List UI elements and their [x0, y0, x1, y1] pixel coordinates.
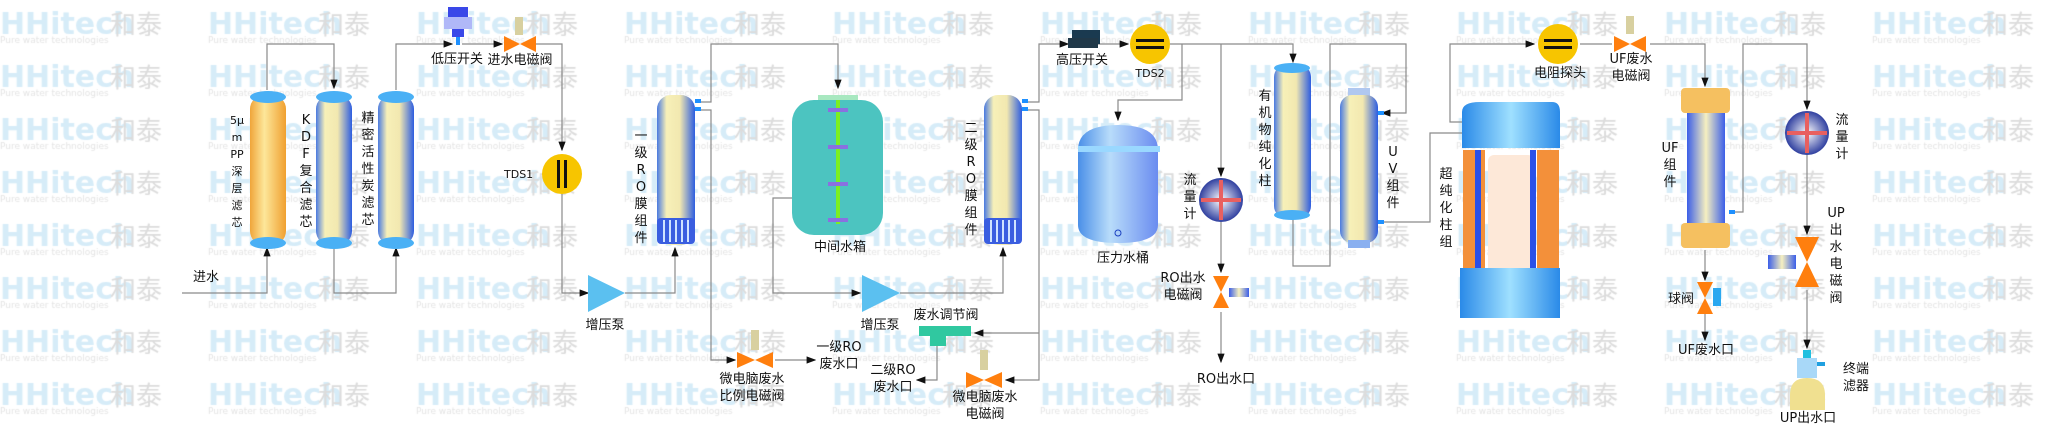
low-pressure-switch-label: 低压开关 [430, 52, 484, 67]
carbon-filter [378, 91, 414, 249]
pp-filter [250, 91, 286, 249]
tds1-label: TDS1 [504, 168, 534, 181]
ro2-module-label: 二级RO膜组件 [964, 121, 978, 238]
ro2-membrane [984, 95, 1028, 245]
ro-outlet-valve-label-1: RO出水 [1160, 271, 1206, 286]
organic-purification-column [1274, 63, 1311, 220]
ro1-membrane [657, 95, 701, 245]
ultrapure-column-label: 超纯化柱组 [1439, 167, 1453, 250]
terminal-filter-label-1: 终端 [1842, 362, 1870, 377]
ro1-waste-valve-icon [737, 330, 773, 368]
uv-module-label: UV组件 [1386, 145, 1400, 211]
carbon-filter-label: 精密活性炭滤芯 [361, 111, 375, 228]
uv-module [1340, 88, 1384, 248]
middle-tank-label: 中间水箱 [813, 240, 867, 255]
tds1-sensor-icon [542, 154, 582, 194]
ball-valve-icon [1697, 282, 1721, 314]
pressure-tank-label: 压力水桶 [1096, 251, 1150, 266]
booster-pump-1-icon [588, 275, 625, 312]
ro1-waste-valve-label-1: 微电脑废水 [719, 372, 785, 387]
ro2-waste-outlet-label-1: 二级RO [870, 363, 916, 378]
uf-waste-valve-icon [1614, 16, 1646, 52]
ultrapure-column-set [1460, 102, 1560, 318]
flow-meter-2-icon [1785, 111, 1829, 155]
uf-module-label: UF组件 [1661, 141, 1679, 190]
waste-regulating-valve-label: 废水调节阀 [913, 308, 979, 323]
ro1-waste-outlet-label-2: 废水口 [819, 357, 859, 372]
ball-valve-label: 球阀 [1668, 292, 1695, 307]
pp-filter-label: 5μmPP深层滤芯 [230, 114, 244, 229]
up-outlet-valve-icon [1768, 237, 1819, 287]
ro2-waste-valve-icon [966, 350, 1002, 388]
low-pressure-switch-icon [444, 7, 472, 45]
flow-meter-1-label: 流量计 [1183, 173, 1197, 222]
resistivity-probe-label: 电阻探头 [1533, 66, 1587, 81]
booster-pump-2-icon [862, 275, 900, 312]
middle-tank [792, 95, 883, 235]
terminal-filter-icon [1790, 350, 1825, 410]
pipes [182, 40, 1811, 384]
organic-column-label: 有机物纯化柱 [1258, 89, 1272, 189]
up-outlet-label: UP出水口 [1779, 411, 1837, 426]
tds2-sensor-icon [1130, 24, 1170, 64]
ro2-waste-outlet-label-2: 废水口 [873, 380, 913, 395]
uf-module [1681, 88, 1735, 248]
tds2-label: TDS2 [1135, 67, 1165, 80]
ro2-waste-valve-label-2: 电磁阀 [965, 407, 1005, 422]
ro2-waste-valve-label-1: 微电脑废水 [952, 390, 1018, 405]
ro-outlet-label: RO出水口 [1196, 372, 1256, 387]
ro1-waste-valve-label-2: 比例电磁阀 [719, 389, 785, 404]
kdf-filter-label: KDF复合滤芯 [299, 113, 313, 230]
high-pressure-switch-icon [1068, 30, 1100, 48]
uf-waste-valve-label-2: 电磁阀 [1611, 69, 1651, 84]
ro1-module-label: 一级RO膜组件 [634, 129, 648, 246]
kdf-filter [316, 91, 352, 249]
inlet-valve-label: 进水电磁阀 [487, 53, 553, 68]
high-pressure-switch-label: 高压开关 [1055, 53, 1109, 68]
flow-meter-2-label: 流量计 [1835, 113, 1849, 162]
inlet-valve-icon [504, 17, 536, 52]
terminal-filter-label-2: 滤器 [1842, 379, 1870, 394]
inlet-label: 进水 [193, 270, 220, 285]
flow-meter-1-icon [1199, 178, 1243, 222]
uf-waste-valve-label-1: UF废水 [1609, 52, 1653, 67]
booster-pump-2-label: 增压泵 [860, 318, 900, 333]
resistivity-probe-icon [1538, 24, 1578, 64]
up-outlet-valve-label: UP出水电磁阀 [1827, 206, 1845, 306]
waste-regulating-valve-icon [919, 326, 971, 346]
uf-waste-outlet-label: UF废水口 [1678, 343, 1734, 358]
ro1-waste-outlet-label-1: 一级RO [816, 340, 862, 355]
pressure-tank [1078, 125, 1160, 243]
ro-outlet-valve-icon [1213, 276, 1249, 308]
booster-pump-1-label: 增压泵 [585, 318, 625, 333]
ro-outlet-valve-label-2: 电磁阀 [1163, 288, 1203, 303]
